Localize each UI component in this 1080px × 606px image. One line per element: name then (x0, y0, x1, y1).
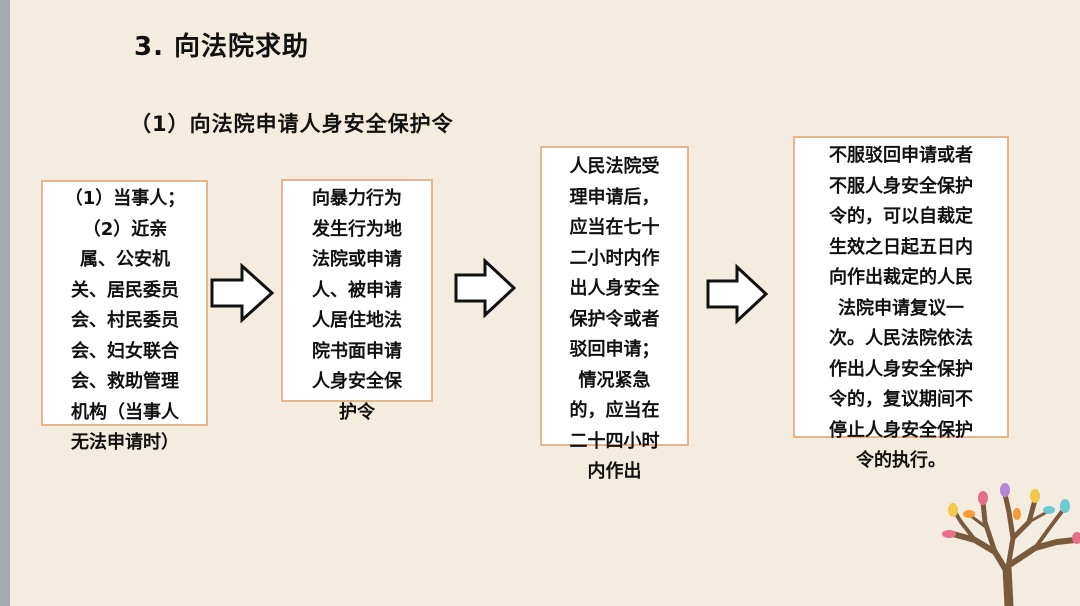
right-arrow-icon (210, 262, 275, 324)
right-arrow-icon (454, 257, 517, 319)
right-arrow-icon (706, 263, 769, 325)
section-subtitle: （1）向法院申请人身安全保护令 (130, 112, 454, 136)
flow-text-filing: 向暴力行为 发生行为地 法院或申请 人、被申请 人居住地法 院书面申请 人身安全… (312, 188, 402, 423)
flow-text-appeal: 不服驳回申请或者 不服人身安全保护 令的，可以自裁定 生效之日起五日内 向作出裁… (829, 145, 973, 471)
flow-text-court-decision: 人民法院受 理申请后， 应当在七十 二小时内作 出人身安全 保护令或者 驳回申请… (569, 156, 660, 482)
flow-box-filing (281, 179, 433, 402)
flow-box-applicants (41, 180, 208, 426)
flow-box-appeal (793, 136, 1009, 438)
left-edge-strip (0, 0, 10, 606)
flow-box-court-decision (540, 146, 689, 446)
page-title: 3. 向法院求助 (134, 32, 310, 62)
decorative-tree-icon (942, 483, 1080, 606)
flow-text-applicants: （1）当事人； （2）近亲 属、公安机 关、居民委员 会、村民委员 会、妇女联合… (64, 188, 186, 453)
